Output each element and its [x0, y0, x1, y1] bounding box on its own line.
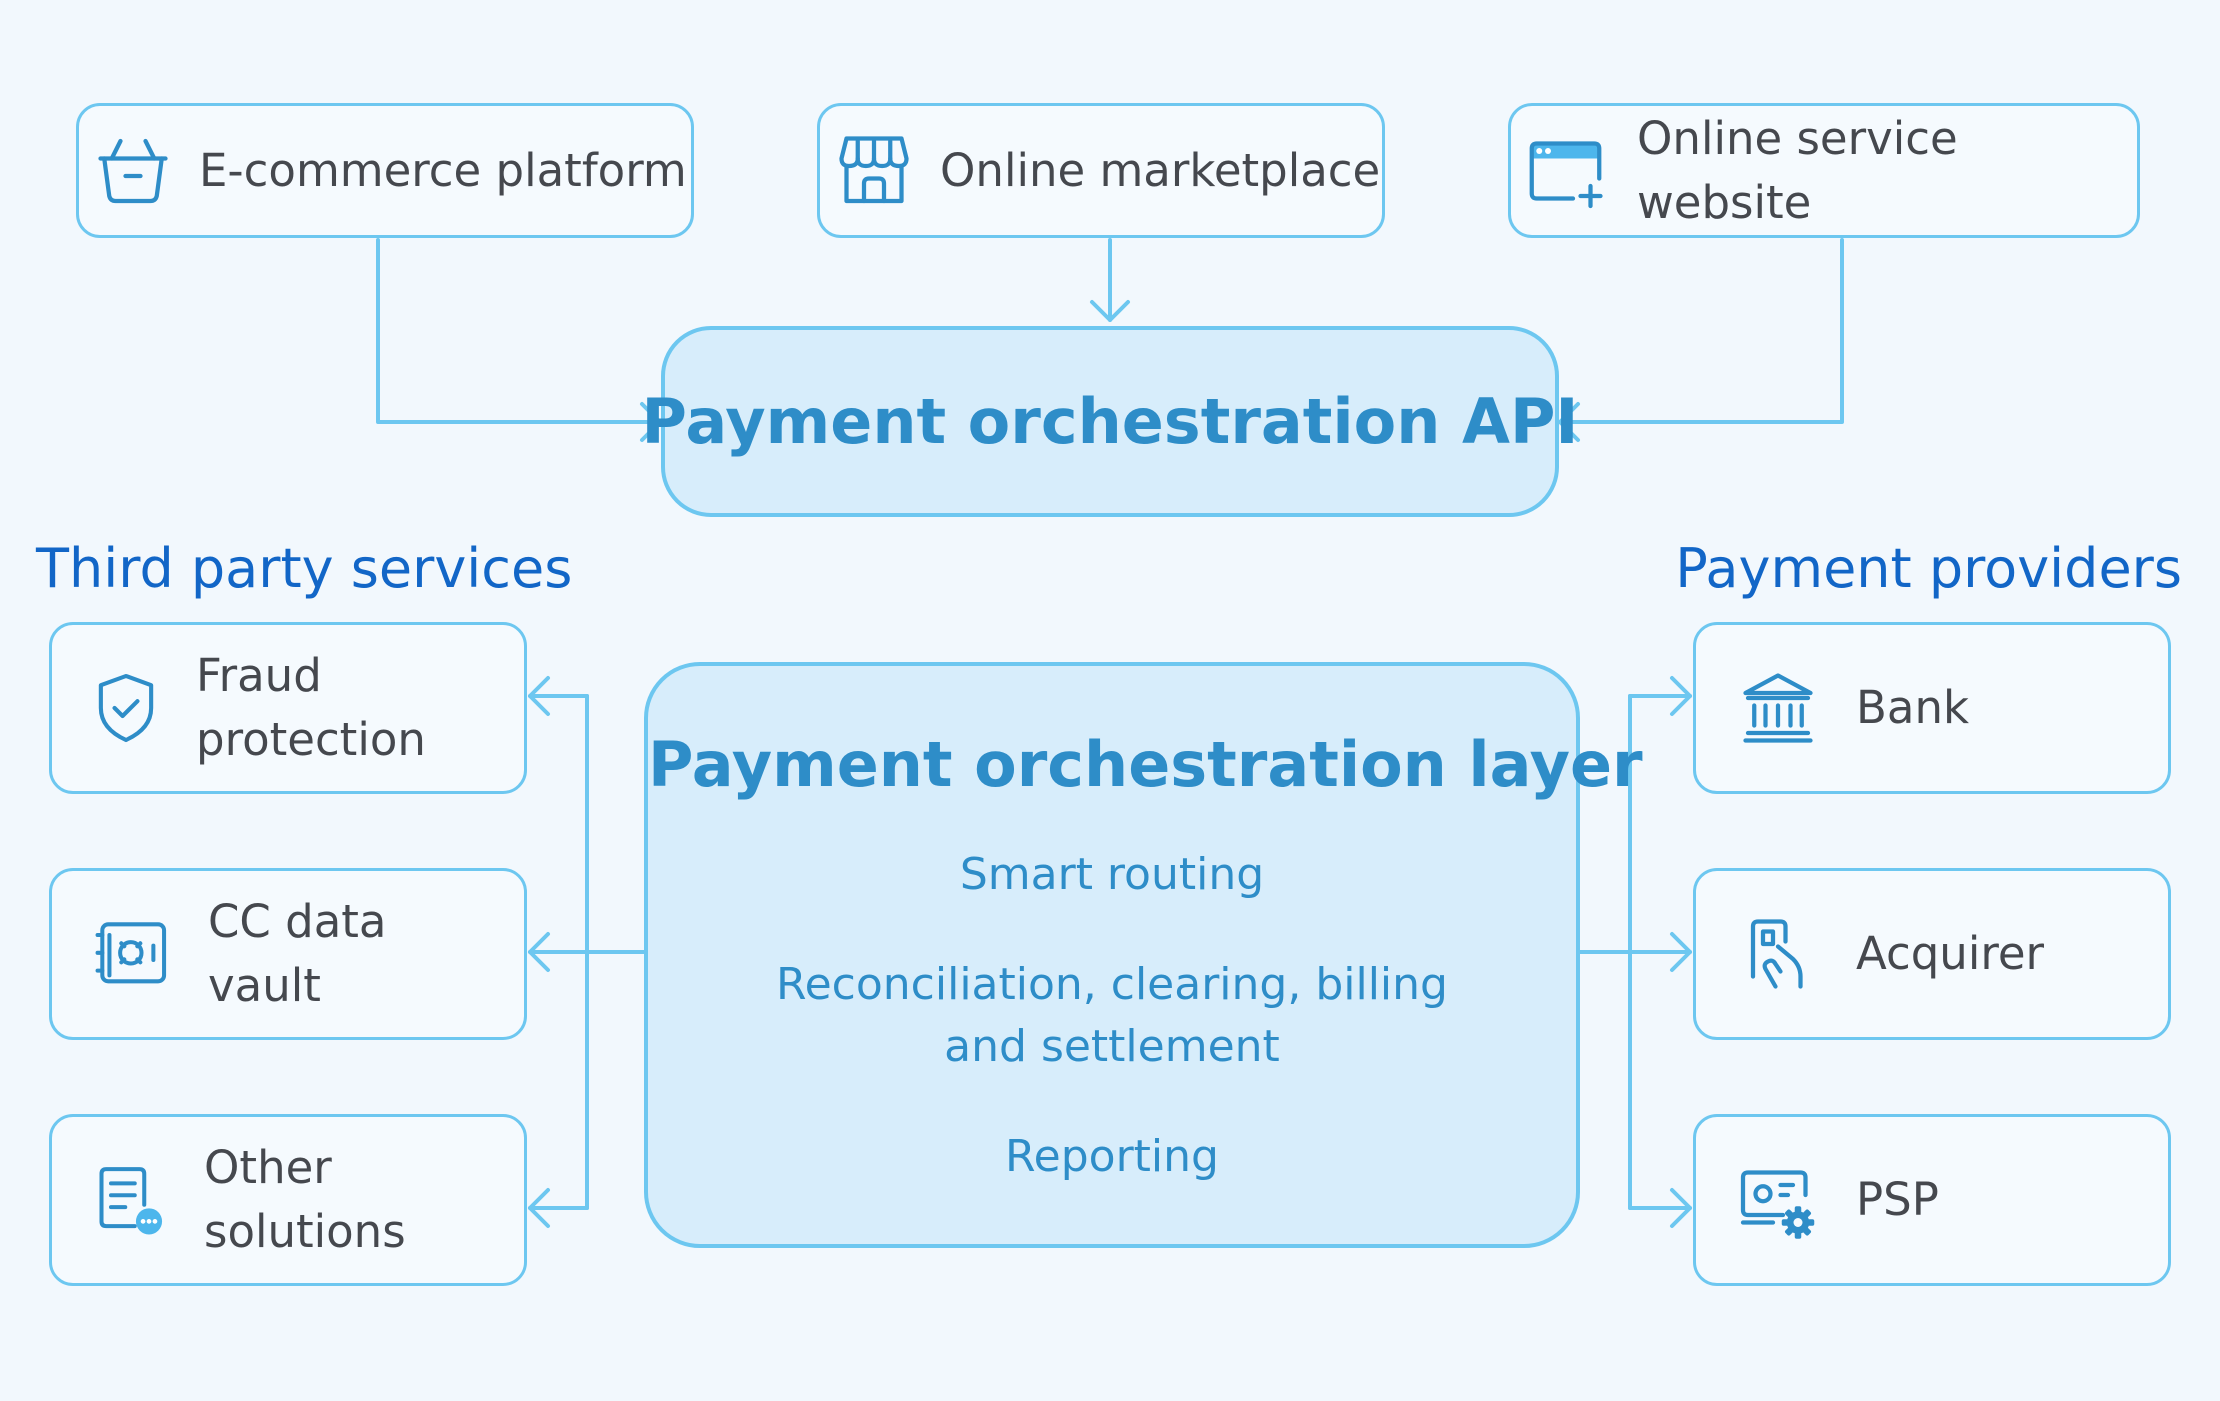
- source-label: Online marketplace: [940, 143, 1381, 197]
- source-online-service-website: Online service website: [1508, 103, 2140, 238]
- provider-label: Acquirer: [1856, 927, 2045, 980]
- third-party-fraud-protection: Fraud protection: [49, 622, 527, 794]
- source-online-marketplace: Online marketplace: [817, 103, 1385, 238]
- source-label: E-commerce platform: [199, 143, 687, 197]
- arrowhead: [528, 676, 550, 716]
- layer-title: Payment orchestration layer: [648, 728, 1643, 801]
- arrowhead: [1090, 300, 1130, 322]
- document-more-icon: [99, 1167, 163, 1235]
- api-title: Payment orchestration API: [641, 385, 1579, 458]
- feature-smart-routing: Smart routing: [959, 849, 1265, 900]
- arrowhead: [1670, 676, 1692, 716]
- arrowhead: [1670, 932, 1692, 972]
- connector-ecommerce-to-api: [376, 238, 660, 424]
- browser-window-add-icon: [1529, 140, 1603, 208]
- payment-providers-title: Payment providers: [1675, 537, 2182, 600]
- source-ecommerce-platform: E-commerce platform: [76, 103, 694, 238]
- arrowhead: [640, 402, 662, 442]
- provider-label: Bank: [1856, 681, 1970, 734]
- third-party-label: Other solutions: [204, 1141, 406, 1258]
- card-hand-icon: [1750, 919, 1803, 989]
- arrowhead: [1558, 402, 1580, 442]
- third-party-label: CC data vault: [208, 895, 387, 1012]
- provider-bank: Bank: [1693, 622, 2171, 794]
- connector-layer-to-third-party: [585, 694, 646, 1210]
- feature-reconciliation: Reconciliation, clearing, billing and se…: [776, 959, 1448, 1072]
- third-party-label: Fraud protection: [196, 649, 426, 766]
- shield-check-icon: [98, 673, 154, 743]
- arrowhead: [1670, 1188, 1692, 1228]
- safe-vault-icon: [95, 922, 167, 984]
- source-label: Online service website: [1637, 111, 1958, 229]
- provider-psp: PSP: [1693, 1114, 2171, 1286]
- feature-reporting: Reporting: [1005, 1131, 1219, 1182]
- connector-website-to-api: [1560, 238, 1844, 424]
- arrowhead: [528, 932, 550, 972]
- payment-orchestration-api: Payment orchestration API: [642, 326, 1578, 517]
- arrowhead: [528, 1188, 550, 1228]
- payment-orchestration-layer: Payment orchestration layer Smart routin…: [644, 662, 1643, 1248]
- third-party-services-title: Third party services: [36, 537, 573, 600]
- third-party-other-solutions: Other solutions: [49, 1114, 527, 1286]
- third-party-cc-data-vault: CC data vault: [49, 868, 527, 1040]
- bank-building-icon: [1743, 673, 1813, 743]
- cash-gear-icon: [1740, 1170, 1815, 1239]
- provider-label: PSP: [1856, 1173, 1939, 1226]
- provider-acquirer: Acquirer: [1693, 868, 2171, 1040]
- shopping-basket-icon: [98, 138, 168, 203]
- storefront-icon: [839, 135, 909, 203]
